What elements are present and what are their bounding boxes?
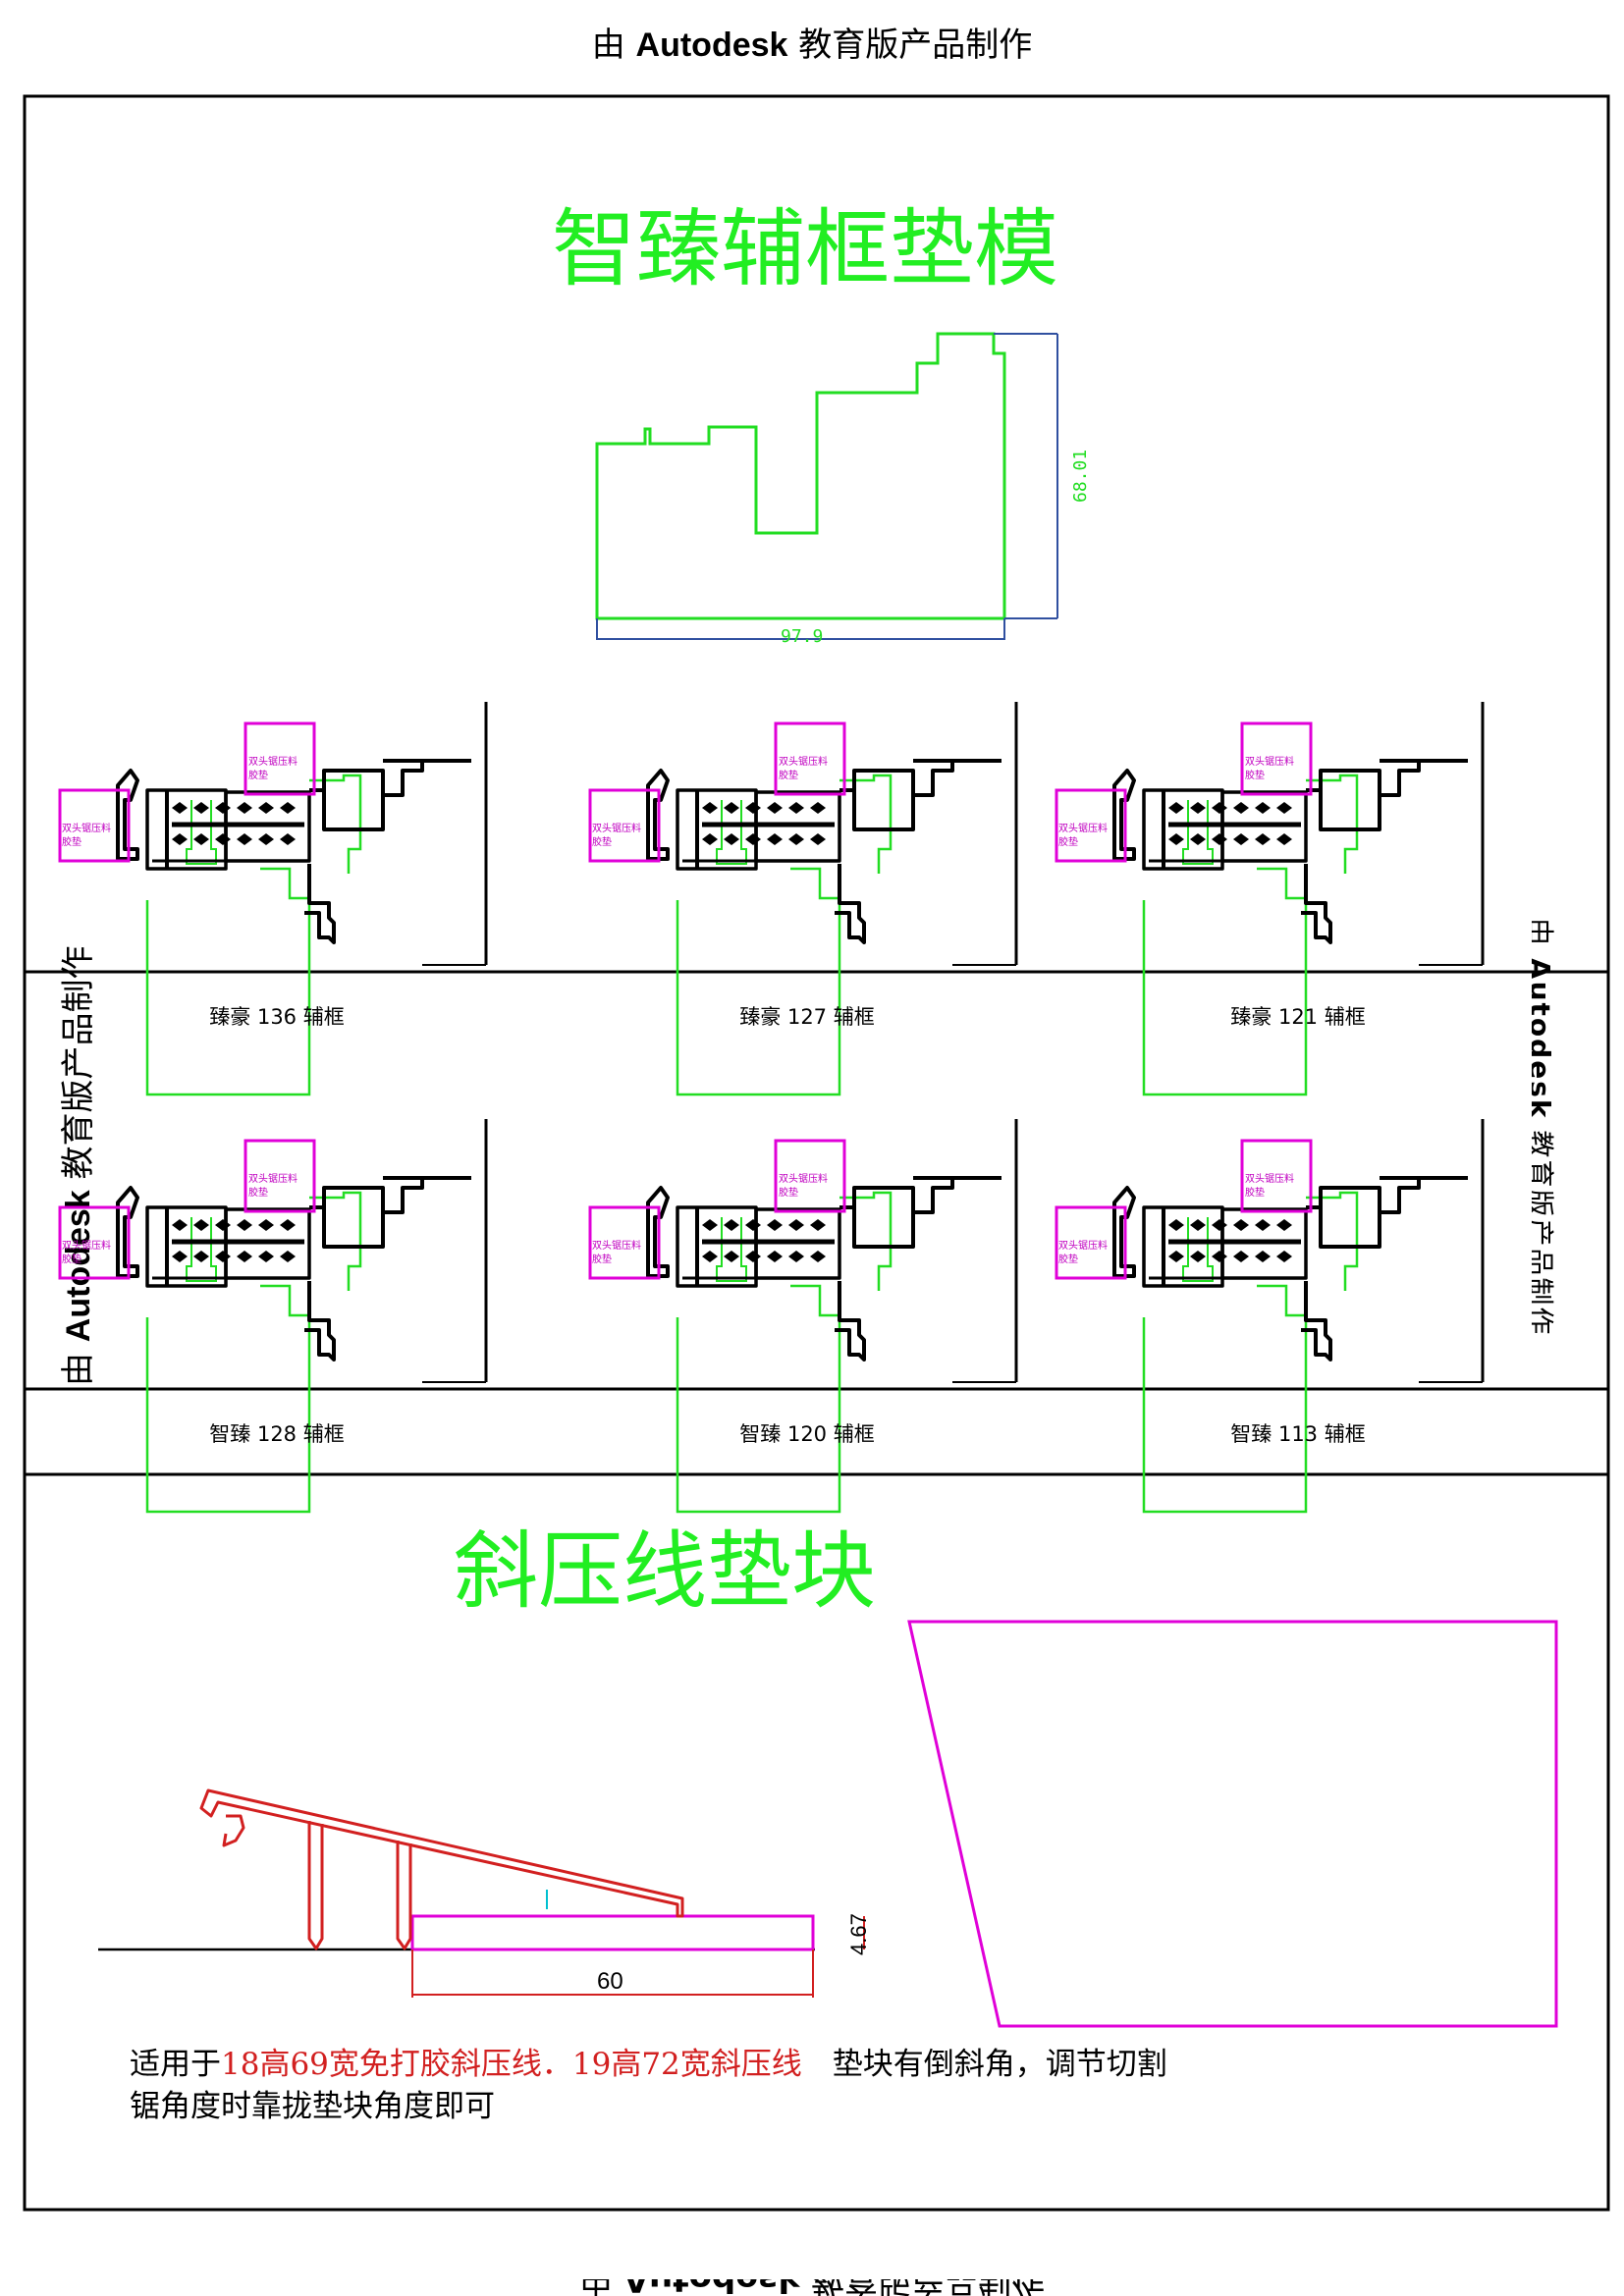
note-line-2: 锯角度时靠拢垫块角度即可 <box>130 2089 495 2124</box>
profile-caption: 智臻 120 辅框 <box>739 1422 875 1446</box>
pad-label: 双头锯压料胶垫 <box>62 1241 111 1265</box>
pad-label: 双头锯压料胶垫 <box>779 1174 828 1199</box>
pad-label: 双头锯压料胶垫 <box>1245 1174 1294 1199</box>
profile-caption: 臻豪 127 辅框 <box>739 1005 875 1029</box>
dim-thickness: 4.67 <box>846 1913 871 1955</box>
dim-length: 60 <box>597 1968 623 1995</box>
pad-label: 双头锯压料胶垫 <box>62 824 111 848</box>
pad-label: 双头锯压料胶垫 <box>248 757 298 781</box>
dim-width: 97.9 <box>781 626 824 647</box>
profile-caption: 臻豪 121 辅框 <box>1230 1005 1366 1029</box>
profile-caption: 智臻 113 辅框 <box>1230 1422 1366 1446</box>
profile-caption: 臻豪 136 辅框 <box>209 1005 345 1029</box>
pad-label: 双头锯压料胶垫 <box>779 757 828 781</box>
pad-label: 双头锯压料胶垫 <box>1058 1241 1108 1265</box>
note-line-1: 适用于18高69宽免打胶斜压线．19高72宽斜压线 垫块有倒斜角，调节切割 <box>130 2047 1167 2082</box>
pad-label: 双头锯压料胶垫 <box>592 824 641 848</box>
profile-caption: 智臻 128 辅框 <box>209 1422 345 1446</box>
pad-label: 双头锯压料胶垫 <box>1058 824 1108 848</box>
pad-label: 双头锯压料胶垫 <box>592 1241 641 1265</box>
section3-title: 斜压线垫块 <box>454 1522 876 1621</box>
pad-label: 双头锯压料胶垫 <box>248 1174 298 1199</box>
pad-label: 双头锯压料胶垫 <box>1245 757 1294 781</box>
pad-mold-outline <box>595 332 1058 640</box>
pad-block-outline <box>907 1620 1558 2028</box>
watermark-top: 由 Autodesk 教育版产品制作 <box>591 26 1033 65</box>
section1-title: 智臻辅框垫模 <box>552 200 1058 298</box>
dim-height: 68.01 <box>1070 449 1091 503</box>
bead-drawing <box>98 1789 865 1998</box>
